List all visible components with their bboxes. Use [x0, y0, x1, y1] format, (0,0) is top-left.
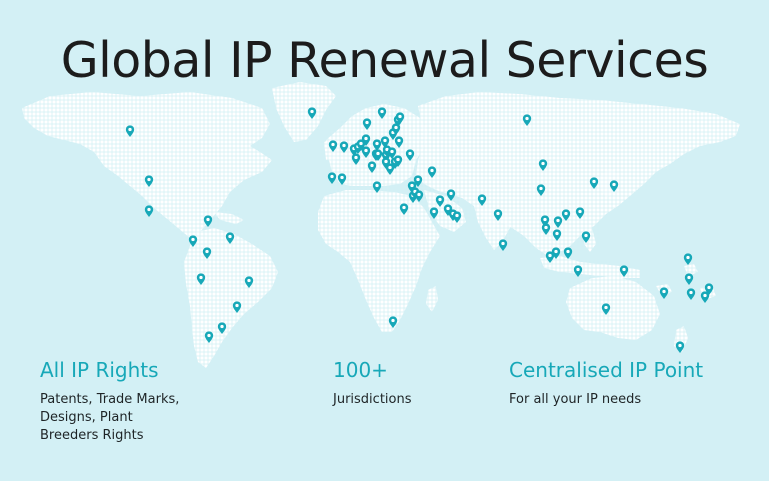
- stat-text: Patents, Trade Marks, Designs, Plant Bre…: [40, 392, 180, 443]
- land-asia: [416, 92, 740, 256]
- stat-all-ip-rights: All IP Rights Patents, Trade Marks, Desi…: [40, 358, 240, 445]
- stat-centralised-ip-point: Centralised IP Point For all your IP nee…: [509, 358, 749, 409]
- stat-heading: Centralised IP Point: [509, 358, 704, 382]
- land-australia: [566, 276, 660, 340]
- land-africa: [318, 190, 440, 332]
- map-pin-icon: [683, 253, 693, 265]
- land-pacific-islands: [656, 264, 716, 300]
- land-india: [474, 206, 510, 250]
- map-pin-icon: [573, 265, 583, 277]
- stat-jurisdictions: 100+ Jurisdictions: [333, 358, 473, 409]
- map-pin-icon: [327, 172, 337, 184]
- land-north-america: [22, 92, 272, 238]
- map-pin-icon: [675, 341, 685, 353]
- continents: [22, 82, 740, 368]
- land-south-america: [184, 228, 278, 368]
- map-pin-icon: [684, 273, 694, 285]
- land-caribbean: [214, 212, 244, 224]
- land-madagascar: [426, 286, 438, 312]
- stat-heading: All IP Rights: [40, 358, 159, 382]
- map-pin-icon: [686, 288, 696, 300]
- land-se-asia-islands: [540, 256, 640, 278]
- page-title: Global IP Renewal Services: [60, 32, 709, 89]
- map-pin-icon: [563, 247, 573, 259]
- map-pin-icon: [700, 291, 710, 303]
- map-pin-icon: [498, 239, 508, 251]
- map-pin-icon: [144, 205, 154, 217]
- stat-text: Jurisdictions: [333, 392, 412, 407]
- stat-heading: 100+: [333, 358, 388, 382]
- map-pin-icon: [659, 287, 669, 299]
- stat-text: For all your IP needs: [509, 392, 642, 407]
